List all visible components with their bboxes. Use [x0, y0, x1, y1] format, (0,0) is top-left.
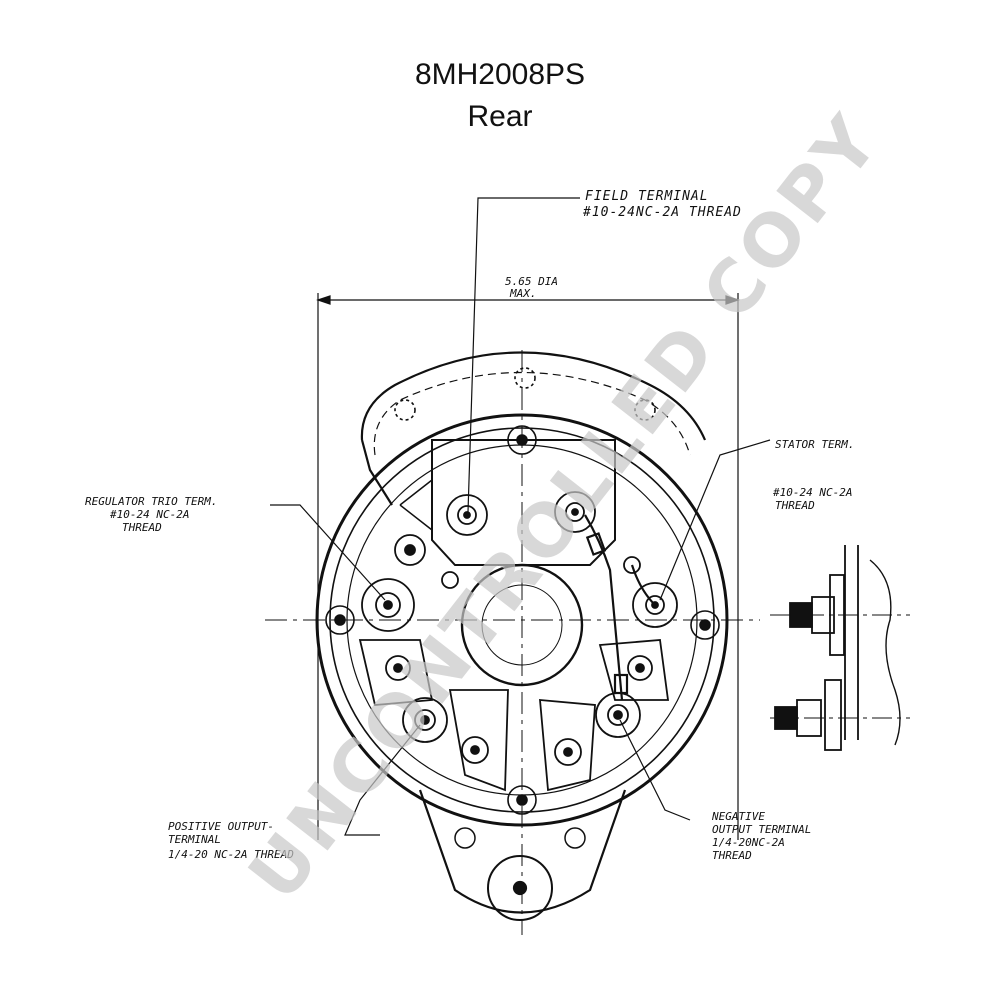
side-view-detail — [770, 545, 910, 751]
field-terminal-label-2: #10-24NC-2A THREAD — [582, 205, 742, 220]
lower-mounting-lug — [418, 789, 627, 921]
field-terminal-label-1: FIELD TERMINAL — [585, 189, 709, 204]
label-field-terminal: FIELD TERMINAL #10-24NC-2A THREAD — [582, 189, 742, 220]
stator-label-3: THREAD — [775, 499, 815, 512]
dimension-line — [316, 293, 740, 840]
stator-label-1: STATOR TERM. — [775, 438, 854, 451]
regulator-label-1: REGULATOR TRIO TERM. — [85, 495, 217, 508]
regulator-label-2: #10-24 NC-2A — [109, 508, 189, 521]
leader-lines — [270, 197, 771, 836]
positive-label-2: TERMINAL — [168, 833, 221, 846]
central-hub — [460, 563, 584, 687]
label-positive-output: POSITIVE OUTPUT- TERMINAL 1/4-20 NC-2A T… — [168, 820, 294, 861]
view-subtitle: Rear — [467, 100, 533, 133]
positive-label-3: 1/4-20 NC-2A THREAD — [168, 848, 294, 861]
regulator-label-3: THREAD — [122, 521, 162, 534]
dimension-label-1: 5.65 DIA — [505, 275, 558, 288]
regulator-box — [399, 439, 616, 566]
part-number-title: 8MH2008PS — [414, 58, 586, 91]
negative-label-1: NEGATIVE — [711, 810, 765, 823]
negative-label-3: 1/4-20NC-2A — [712, 836, 785, 849]
upper-mounting-ear — [360, 351, 707, 506]
positive-label-1: POSITIVE OUTPUT- — [168, 820, 274, 833]
label-regulator-trio: REGULATOR TRIO TERM. #10-24 NC-2A THREAD — [85, 495, 217, 534]
wiring — [584, 514, 656, 701]
mounting-screws — [325, 367, 720, 815]
negative-label-4: THREAD — [712, 849, 752, 862]
diode-pads — [358, 639, 670, 792]
label-dimension: 5.65 DIA MAX. — [505, 275, 558, 300]
negative-label-2: OUTPUT TERMINAL — [712, 823, 811, 836]
label-negative-output: NEGATIVE OUTPUT TERMINAL 1/4-20NC-2A THR… — [711, 810, 811, 862]
label-stator-terminal: STATOR TERM. #10-24 NC-2A THREAD — [772, 438, 854, 512]
stator-label-2: #10-24 NC-2A — [772, 486, 852, 499]
dimension-label-2: MAX. — [509, 287, 537, 300]
